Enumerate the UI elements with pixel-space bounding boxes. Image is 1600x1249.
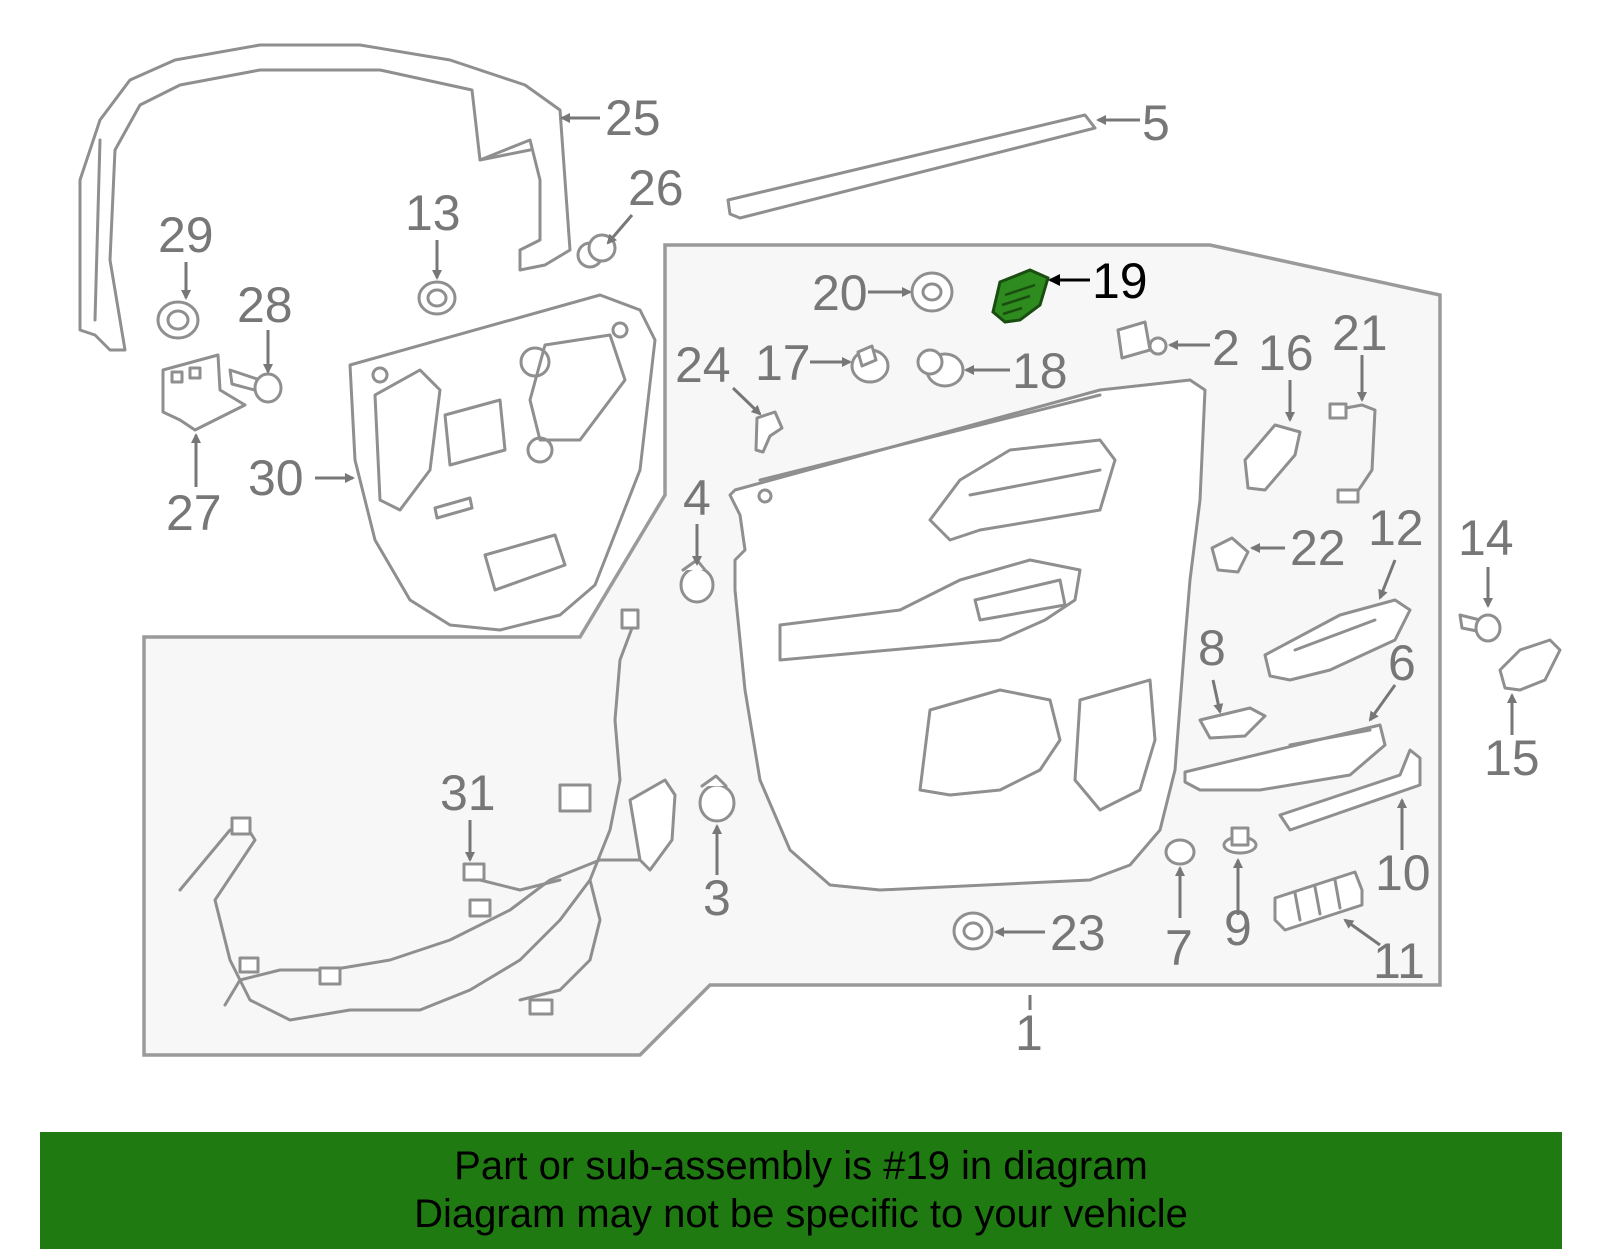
callout-6: 6 xyxy=(1388,635,1416,691)
part-8-insert xyxy=(1198,706,1267,740)
part-29-bushing xyxy=(156,300,200,340)
part-20-grommet xyxy=(910,271,954,313)
callout-19: 19 xyxy=(1092,253,1148,309)
callout-1: 1 xyxy=(1015,1005,1043,1061)
part-15-cap xyxy=(1498,638,1562,692)
callout-20: 20 xyxy=(812,265,868,321)
banner-line-2: Diagram may not be specific to your vehi… xyxy=(414,1192,1188,1236)
callout-13: 13 xyxy=(405,185,461,241)
callout-30: 30 xyxy=(248,450,304,506)
callout-11: 11 xyxy=(1373,933,1425,989)
banner-line-1: Part or sub-assembly is #19 in diagram xyxy=(454,1144,1148,1188)
callout-15: 15 xyxy=(1484,730,1540,786)
callout-18: 18 xyxy=(1012,343,1068,399)
parts-diagram: 25 5 26 13 29 28 27 30 20 19 2 17 18 24 … xyxy=(78,43,1562,1061)
callout-31: 31 xyxy=(440,765,496,821)
info-banner: Part or sub-assembly is #19 in diagram D… xyxy=(40,1132,1562,1249)
part-30-module-panel xyxy=(348,293,657,632)
part-21-harness xyxy=(1328,402,1377,504)
part-13-bushing xyxy=(417,280,457,316)
part-3-retainer xyxy=(698,774,736,823)
part-2-clip xyxy=(1116,320,1168,360)
part-14-screw xyxy=(1458,613,1502,643)
part-23-grommet xyxy=(952,911,994,951)
callout-26: 26 xyxy=(628,160,684,216)
part-28-bolt xyxy=(228,368,283,404)
callout-16: 16 xyxy=(1258,325,1314,381)
part-27-hinge xyxy=(161,353,247,432)
part-25-frame xyxy=(78,43,572,352)
callout-25: 25 xyxy=(605,90,661,146)
callout-2: 2 xyxy=(1212,320,1240,376)
part-17-fastener xyxy=(850,344,890,384)
callout-27: 27 xyxy=(166,485,222,541)
callout-22: 22 xyxy=(1290,520,1346,576)
part-12-handle xyxy=(1263,598,1412,682)
callout-5: 5 xyxy=(1142,95,1170,151)
callout-17: 17 xyxy=(755,335,811,391)
part-31-wiring-harness xyxy=(178,608,677,1022)
part-18-fastener xyxy=(916,348,965,388)
part-7-clip xyxy=(1164,838,1196,866)
callout-3: 3 xyxy=(703,870,731,926)
callout-14: 14 xyxy=(1458,510,1514,566)
part-5-molding xyxy=(726,113,1097,220)
callout-28: 28 xyxy=(237,277,293,333)
part-24-pin xyxy=(754,410,784,454)
part-1-trim-panel xyxy=(728,378,1207,892)
callout-12: 12 xyxy=(1368,500,1424,556)
callout-4: 4 xyxy=(683,470,711,526)
callout-10: 10 xyxy=(1375,845,1431,901)
callout-23: 23 xyxy=(1050,905,1106,961)
part-22-clip xyxy=(1210,536,1250,574)
callout-9: 9 xyxy=(1224,900,1252,956)
callout-7: 7 xyxy=(1165,920,1193,976)
part-19-highlighted xyxy=(991,268,1050,324)
callout-numbers: 25 5 26 13 29 28 27 30 20 19 2 17 18 24 … xyxy=(158,90,1540,1061)
callout-8: 8 xyxy=(1198,620,1226,676)
callout-24: 24 xyxy=(675,337,731,393)
callout-21: 21 xyxy=(1332,305,1388,361)
part-11-switch-pack xyxy=(1273,870,1364,932)
callout-leaders xyxy=(181,113,1517,1010)
callout-29: 29 xyxy=(158,207,214,263)
part-10-strip xyxy=(1278,748,1422,832)
part-16-switch-bezel xyxy=(1243,423,1302,492)
part-9-push-pin xyxy=(1222,826,1258,855)
part-6-armrest xyxy=(1183,723,1387,792)
